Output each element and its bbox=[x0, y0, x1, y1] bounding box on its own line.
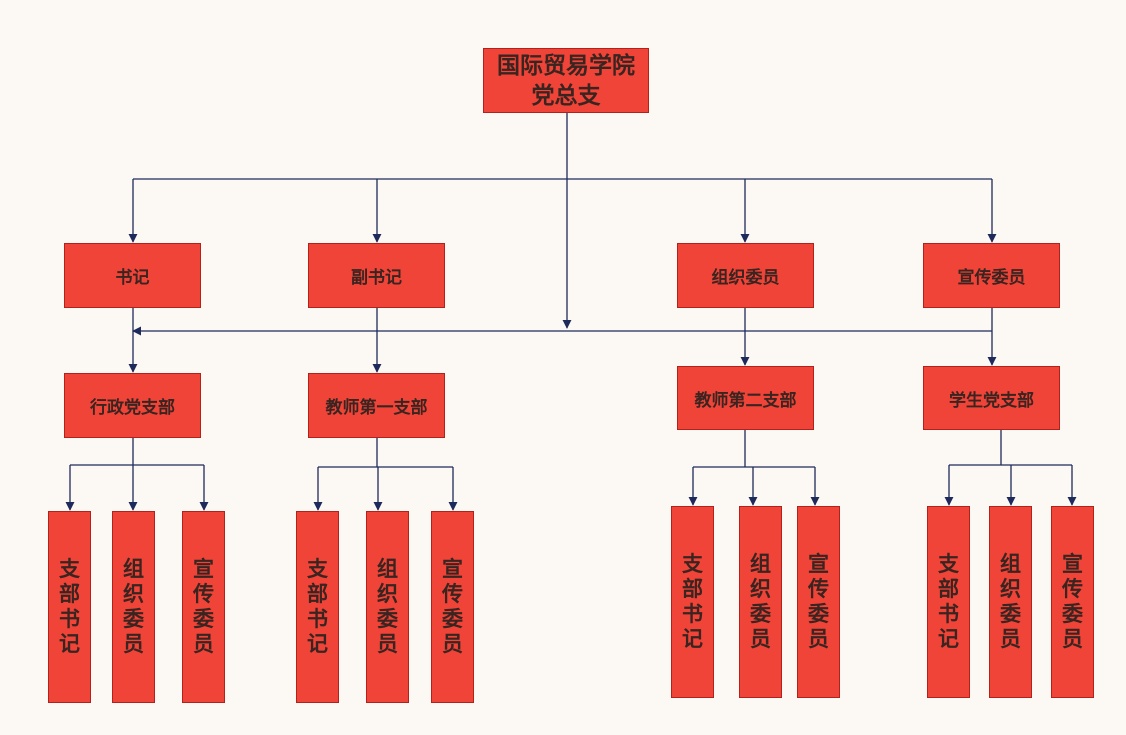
deputy-secretary-label: 副书记 bbox=[351, 268, 402, 288]
root-node: 国际贸易学院 党总支 bbox=[483, 48, 649, 113]
propaganda-member-label: 宣传委员 bbox=[957, 268, 1026, 288]
member-label: 组织委员 bbox=[1000, 552, 1021, 651]
member-node: 支部书记 bbox=[48, 511, 91, 703]
root-title-line2: 党总支 bbox=[531, 82, 601, 109]
member-label: 宣传委员 bbox=[808, 552, 829, 651]
member-node: 组织委员 bbox=[112, 511, 155, 703]
member-label: 组织委员 bbox=[377, 557, 398, 656]
member-node: 支部书记 bbox=[927, 506, 970, 698]
root-title-line1: 国际贸易学院 bbox=[497, 52, 635, 79]
propaganda-member-node: 宣传委员 bbox=[923, 243, 1060, 308]
member-label: 支部书记 bbox=[938, 552, 959, 651]
member-label: 宣传委员 bbox=[193, 557, 214, 656]
member-node: 组织委员 bbox=[366, 511, 409, 703]
branch-label: 学生党支部 bbox=[949, 390, 1034, 411]
member-node: 支部书记 bbox=[296, 511, 339, 703]
member-node: 组织委员 bbox=[989, 506, 1032, 698]
member-label: 支部书记 bbox=[682, 552, 703, 651]
member-node: 宣传委员 bbox=[182, 511, 225, 703]
branch-label: 教师第二支部 bbox=[694, 390, 797, 411]
member-node: 宣传委员 bbox=[1051, 506, 1094, 698]
member-label: 组织委员 bbox=[750, 552, 771, 651]
member-node: 组织委员 bbox=[739, 506, 782, 698]
member-label: 组织委员 bbox=[123, 557, 144, 656]
member-label: 支部书记 bbox=[307, 557, 328, 656]
member-label: 支部书记 bbox=[59, 557, 80, 656]
branch-node-teacher-1: 教师第一支部 bbox=[308, 373, 445, 438]
branch-node-admin: 行政党支部 bbox=[64, 373, 201, 438]
secretary-label: 书记 bbox=[115, 268, 150, 288]
member-node: 支部书记 bbox=[671, 506, 714, 698]
member-node: 宣传委员 bbox=[797, 506, 840, 698]
branch-node-teacher-2: 教师第二支部 bbox=[677, 366, 814, 430]
branch-node-student: 学生党支部 bbox=[923, 366, 1060, 430]
organization-member-label: 组织委员 bbox=[711, 268, 780, 288]
member-node: 宣传委员 bbox=[431, 511, 474, 703]
deputy-secretary-node: 副书记 bbox=[308, 243, 445, 308]
organization-member-node: 组织委员 bbox=[677, 243, 814, 308]
secretary-node: 书记 bbox=[64, 243, 201, 308]
branch-label: 教师第一支部 bbox=[325, 398, 428, 418]
member-label: 宣传委员 bbox=[1062, 552, 1083, 651]
branch-label: 行政党支部 bbox=[90, 398, 175, 418]
member-label: 宣传委员 bbox=[442, 557, 463, 656]
